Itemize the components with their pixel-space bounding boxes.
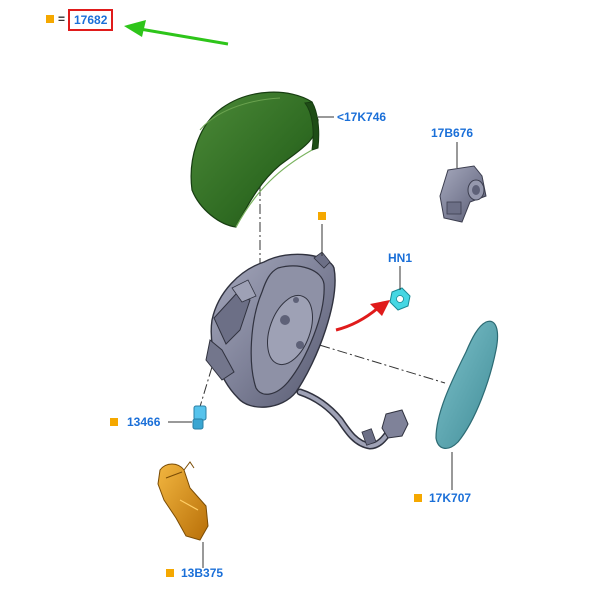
leader-lines [168,116,458,568]
hex-nut-part [389,287,411,311]
indicator-bulb-part [192,405,207,430]
callout-nut[interactable]: HN1 [388,251,413,265]
housing-marker [318,212,326,220]
green-pointer-arrow [124,20,229,46]
mirror-cover-part [190,91,320,228]
legend-part-number[interactable]: 17682 [74,13,108,27]
callout-glass[interactable]: 17K707 [429,491,472,505]
side-indicator-part [157,461,209,541]
callout-indicator[interactable]: 13B375 [181,566,224,580]
legend-marker [46,15,54,23]
mirror-housing-part [205,251,336,408]
wiring-harness [296,388,409,450]
callout-lamp[interactable]: 13466 [127,415,161,429]
glass-marker [414,494,422,502]
mirror-glass-part [435,320,499,449]
legend-box: 17682 [68,9,114,31]
indicator-marker [166,569,174,577]
callout-cover[interactable]: <17K746 [337,110,387,124]
red-pointer-arrow [335,300,390,332]
lamp-marker [110,418,118,426]
harness-connector-part [439,165,487,223]
legend-equals: = [58,12,66,26]
callout-connector[interactable]: 17B676 [431,126,474,140]
